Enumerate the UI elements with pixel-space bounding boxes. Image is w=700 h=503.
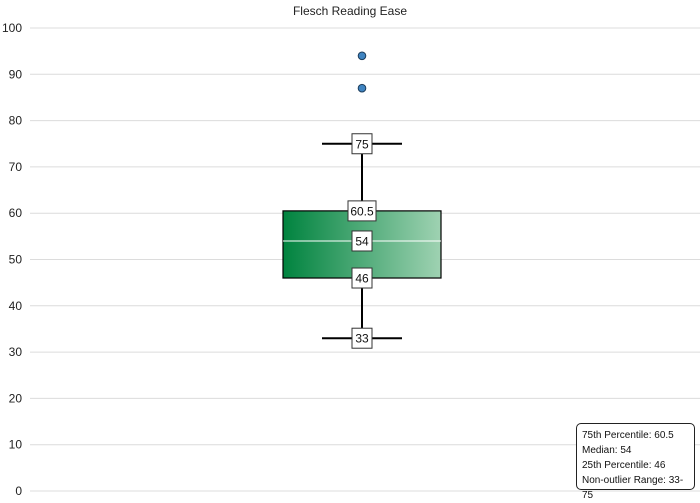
- value-label-box: [351, 230, 373, 252]
- y-tick-label: 70: [9, 160, 23, 174]
- stats-legend: 75th Percentile: 60.5 Median: 54 25th Pe…: [576, 423, 695, 501]
- value-label: 33: [355, 332, 369, 346]
- y-tick-label: 80: [9, 114, 23, 128]
- value-label: 46: [355, 272, 369, 286]
- value-label: 54: [355, 234, 369, 248]
- legend-line-q1: 25th Percentile: 46: [582, 460, 666, 471]
- y-tick-label: 10: [9, 438, 23, 452]
- legend-line-range: Non-outlier Range: 33-75: [582, 475, 684, 501]
- legend-line-median: Median: 54: [582, 445, 632, 456]
- y-tick-label: 0: [15, 484, 22, 498]
- value-label-box: [351, 133, 373, 155]
- legend-line-q3: 75th Percentile: 60.5: [582, 430, 674, 441]
- box-plot: [282, 51, 442, 340]
- outlier-point: [357, 51, 367, 61]
- y-tick-label: 60: [9, 206, 23, 220]
- chart-title: Flesch Reading Ease: [293, 4, 407, 18]
- outlier-point: [357, 83, 367, 93]
- value-label-box: [347, 200, 377, 222]
- value-label: 75: [355, 137, 369, 151]
- value-label-box: [351, 327, 373, 349]
- y-tick-label: 100: [2, 21, 22, 35]
- y-axis-ticks: 0 10 20 30 40 50 60 70 80 90 100: [2, 21, 22, 498]
- value-label-box: [351, 267, 373, 289]
- y-tick-label: 30: [9, 345, 23, 359]
- y-tick-label: 90: [9, 67, 23, 81]
- y-tick-label: 50: [9, 253, 23, 267]
- value-labels: 75 60.5 54 46 33: [347, 133, 377, 349]
- gridlines: [30, 27, 700, 492]
- y-tick-label: 40: [9, 299, 23, 313]
- value-label: 60.5: [350, 204, 374, 218]
- y-tick-label: 20: [9, 391, 23, 405]
